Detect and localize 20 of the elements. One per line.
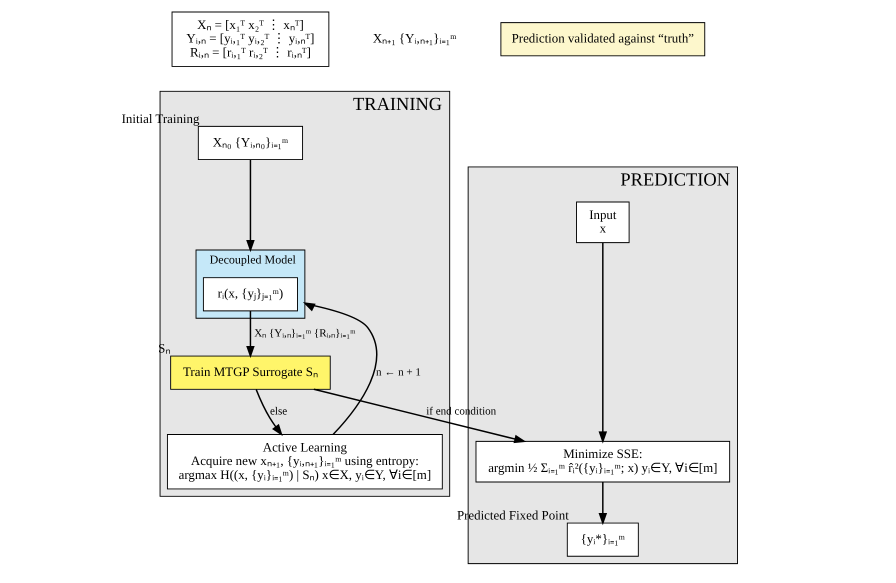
arrow: [246, 311, 254, 358]
edge-label: Xₙ {Yᵢ,ₙ}ᵢ₌₁ᵐ {Rᵢ,ₙ}ᵢ₌₁ᵐ: [254, 327, 356, 340]
arrow: [313, 388, 526, 444]
arrow: [598, 242, 607, 444]
node-box: Input x: [576, 202, 630, 244]
edge-label: else: [269, 406, 287, 418]
node-box: rᵢ(x, {yⱼ}ⱼ₌₁ᵐ): [202, 277, 298, 312]
node-box: {yᵢ*}ᵢ₌₁ᵐ: [566, 522, 638, 557]
node-box: Train MTGP Surrogate Sₙ: [170, 356, 330, 390]
arrow: [255, 389, 282, 436]
node-box: Xₙ = [x₁ᵀ x₂ᵀ ⋮ xₙᵀ] Yᵢ,ₙ = [yᵢ,₁ᵀ yᵢ,₂ᵀ ⋮ yᵢ,ₙᵀ] Rᵢ,ₙ = [rᵢ,₁ᵀ rᵢ,₂ᵀ ⋮ rᵢ,ₙᵀ]: [171, 12, 329, 67]
arrow: [598, 482, 607, 526]
label: Xₙ₊₁ {Yᵢ,ₙ₊₁}ᵢ₌₁ᵐ: [372, 30, 456, 46]
node-box: Prediction validated against “truth”: [500, 22, 705, 56]
node-box: Active Learning Acquire new xₙ₊₁, {yᵢ,ₙ₊₁}ᵢ₌₁ᵐ using entropy: argmax H((x, {yᵢ}ᵢ₌₁ᵐ) | Sₙ) x∈X, yᵢ∈Y, ∀i∈[m]: [166, 434, 442, 490]
arrow: [246, 160, 254, 252]
node-box: Xₙ₀ {Yᵢ,ₙ₀}ᵢ₌₁ᵐ: [197, 126, 303, 160]
edge-label: n ← n + 1: [376, 366, 420, 379]
node-box: Minimize SSE: argmin ½ Σᵢ₌₁ᵐ r̂ᵢ²({yᵢ}ᵢ₌₁ᵐ; x) yᵢ∈Y, ∀i∈[m]: [475, 440, 730, 482]
arrow: [302, 302, 377, 435]
